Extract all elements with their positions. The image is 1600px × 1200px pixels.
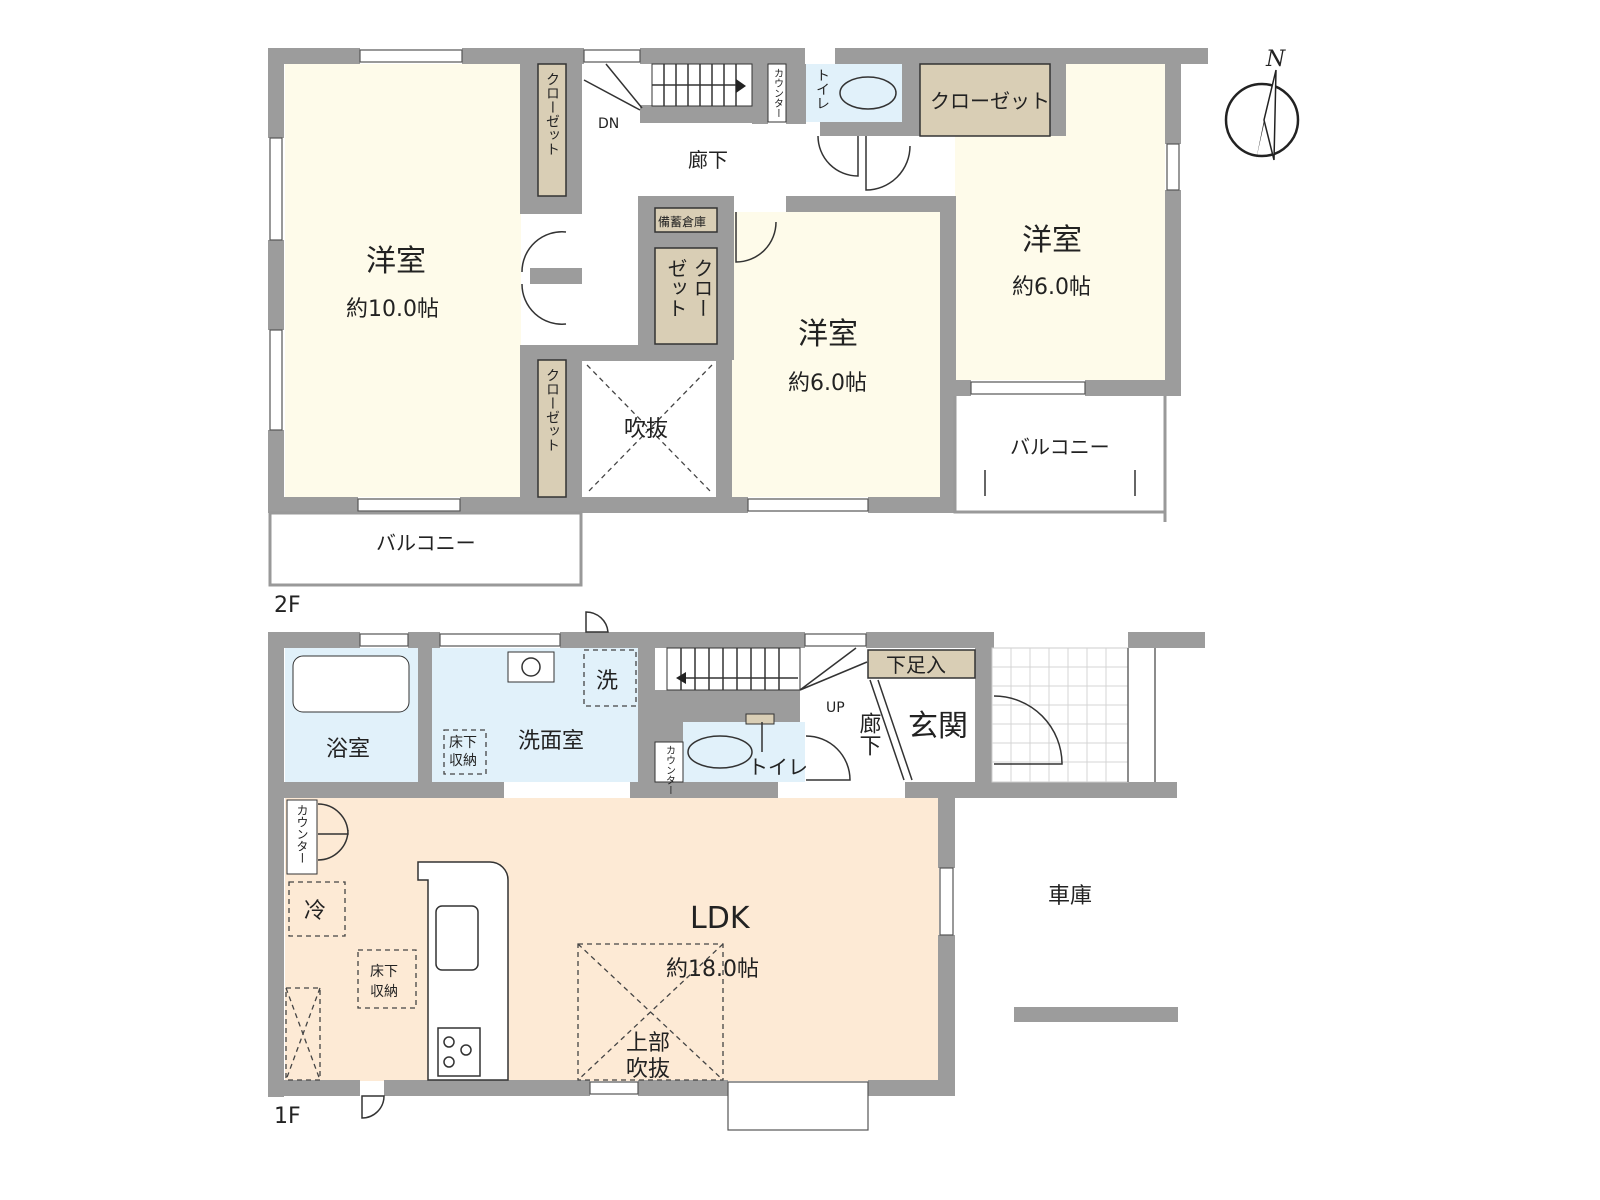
first-floor: 浴室 洗 床下収納 洗面室 UP カウンター トイレ 廊下 下足入 玄関 (268, 611, 1205, 1131)
garage-label: 車庫 (1048, 884, 1092, 909)
storage-label: 備蓄倉庫 (658, 214, 706, 229)
hallway-2f (582, 64, 642, 364)
washer-label: 洗 (596, 669, 618, 694)
hallway-label: 廊下 (688, 148, 728, 172)
floor-label-1f: 1F (274, 1104, 301, 1129)
counter-label: カウンター (295, 804, 309, 864)
ldk-room (285, 798, 939, 1081)
fridge-space (288, 881, 346, 937)
room-name: 洋室 (366, 244, 426, 279)
toilet-1f (683, 722, 805, 782)
room-western-10 (285, 64, 521, 497)
room-size: 約6.0帖 (1012, 275, 1091, 300)
fridge-label: 冷 (304, 899, 326, 924)
stairs-direction: DN (598, 116, 619, 132)
room-name: 洋室 (798, 317, 858, 352)
closet-large-room-top (537, 63, 567, 197)
balcony-label: バルコニー (1010, 435, 1110, 459)
stairs-2f (583, 63, 753, 111)
room-western-6-middle (732, 212, 940, 497)
north-label: N (1265, 47, 1286, 72)
closet-label: ゼット (664, 258, 688, 318)
shoe-storage-label: 下足入 (886, 653, 946, 677)
underfloor-label: 収納 (370, 984, 398, 1000)
toilet-label: トイレ (814, 68, 830, 110)
toilet-2f (806, 64, 902, 122)
balcony-bottom (268, 511, 583, 587)
window (269, 329, 283, 431)
balcony-label: バルコニー (376, 531, 476, 555)
window (357, 498, 461, 512)
toilet-icon (839, 76, 897, 110)
entrance-label: 玄関 (908, 709, 968, 744)
ldk-name: LDK (690, 901, 751, 936)
washroom-label: 洗面室 (518, 729, 584, 754)
closet-label: クローゼット (544, 72, 560, 156)
stairs-direction: UP (826, 700, 845, 716)
bay-window (727, 1081, 869, 1131)
closet-label: クロー (690, 258, 714, 318)
underfloor-storage (357, 949, 417, 1009)
stove-icon (437, 1027, 481, 1077)
window (583, 49, 641, 63)
bathtub-icon (292, 655, 410, 713)
void-label: 上部 (626, 1031, 670, 1056)
kitchen-counter (417, 861, 509, 1081)
toilet-icon (687, 735, 753, 769)
kitchen-sink-icon (435, 905, 479, 971)
floor-label-2f: 2F (274, 593, 301, 618)
washroom-underfloor-storage (443, 729, 487, 775)
underfloor-label: 床下収納 (449, 735, 477, 769)
bath-label: 浴室 (326, 737, 370, 762)
underfloor-label: 床下 (370, 964, 398, 980)
closet-large-room-bottom (537, 359, 567, 498)
void-label: 吹抜 (626, 1057, 670, 1082)
void-label: 吹抜 (624, 417, 668, 442)
shoe-storage (867, 649, 976, 679)
closet-middle-room (654, 247, 718, 345)
ldk-size: 約18.0帖 (666, 957, 759, 982)
upper-void (577, 943, 724, 1081)
window (269, 137, 283, 241)
window (970, 381, 1086, 395)
compass-icon: N (1224, 47, 1300, 161)
closet-right-room (919, 63, 1051, 137)
counter-label: カウンター (772, 68, 784, 118)
storage-room (654, 207, 718, 233)
toilet-label: トイレ (748, 755, 808, 779)
window (359, 49, 463, 63)
window (747, 498, 869, 512)
garage-wall (1014, 1007, 1178, 1022)
window (1166, 143, 1180, 191)
room-name: 洋室 (1022, 223, 1082, 258)
closet-label: クローゼット (930, 89, 1050, 113)
hallway-label: 廊下 (856, 712, 882, 756)
porch-tiles (991, 647, 1129, 783)
sink-icon (507, 651, 555, 683)
counter-label: カウンター (664, 745, 676, 795)
stairs-1f (666, 647, 868, 691)
room-size: 約6.0帖 (788, 371, 867, 396)
second-floor: クローゼット クローゼット クローゼット 備蓄倉庫 クロー ゼット DN 廊下 … (268, 48, 1208, 618)
room-size: 約10.0帖 (346, 297, 439, 322)
closet-label: クローゼット (544, 368, 560, 452)
